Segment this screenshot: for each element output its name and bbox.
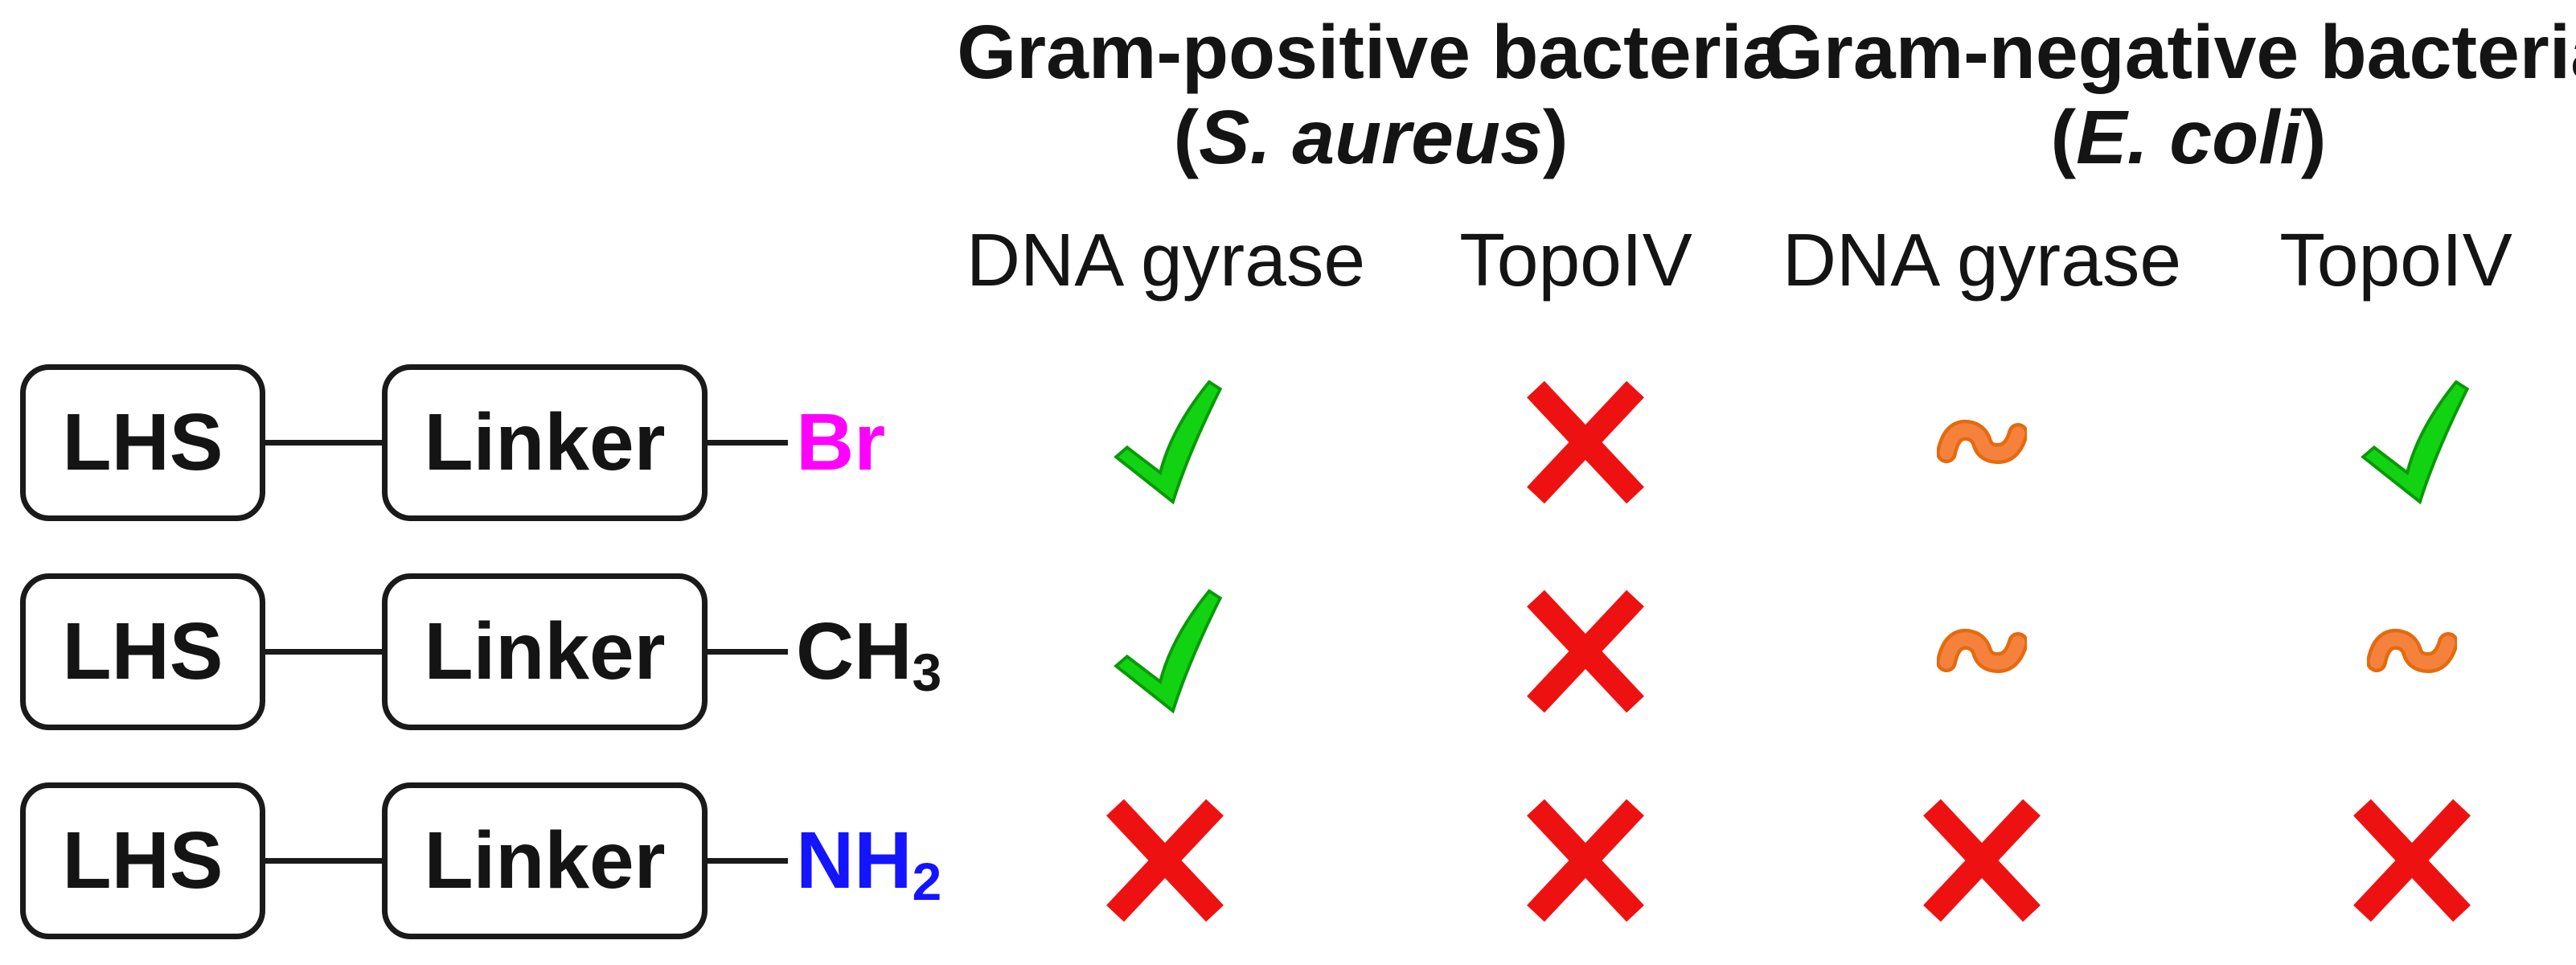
cross-icon (1527, 380, 1644, 504)
linker-label: Linker (424, 606, 666, 696)
paren-close: ) (2300, 95, 2327, 180)
species-name: E. coli (2076, 95, 2301, 180)
substituent-text: CH (796, 606, 913, 696)
substituent-subscript: 2 (912, 851, 942, 911)
result-row-nh2 (949, 756, 2576, 965)
molecule-row-nh2: LHS Linker NH2 (0, 756, 949, 965)
substituent-label-nh2: NH2 (796, 820, 941, 908)
result-cell (2348, 756, 2476, 965)
linker-box: Linker (382, 573, 708, 730)
result-cell (2348, 338, 2476, 547)
molecule-row-ch3: LHS Linker CH3 (0, 547, 949, 756)
substituent-label-ch3: CH3 (796, 611, 941, 699)
group-header-gram-negative: Gram-negative bacteria (E. coli) (1746, 10, 2576, 180)
check-icon (1114, 588, 1223, 713)
partial-tilde-icon (1937, 628, 2027, 674)
linker-box: Linker (382, 363, 708, 521)
result-cell (1101, 547, 1229, 756)
column-header-gp-topoiv: TopoIV (1459, 218, 1692, 302)
species-name: S. aureus (1199, 95, 1543, 180)
cross-icon (1527, 589, 1644, 713)
check-icon (1114, 379, 1223, 504)
group-header-gram-positive: Gram-positive bacteria (S. aureus) (929, 10, 1813, 180)
lhs-box: LHS (20, 573, 265, 730)
bond-line (265, 648, 382, 655)
result-cell (1522, 547, 1649, 756)
linker-label: Linker (424, 396, 666, 487)
cross-icon (1527, 799, 1644, 922)
bond-line (265, 439, 382, 446)
substituent-subscript: 3 (912, 642, 942, 702)
linker-box: Linker (382, 782, 708, 939)
result-cell (1101, 338, 1229, 547)
result-cell (1918, 756, 2045, 965)
column-header-gn-topoiv: TopoIV (2279, 218, 2512, 302)
result-cell (1522, 338, 1649, 547)
partial-tilde-icon (1937, 419, 2027, 465)
check-icon (2361, 379, 2470, 504)
bond-line (708, 857, 788, 864)
substituent-label-br: Br (796, 402, 885, 482)
lhs-box: LHS (20, 363, 265, 521)
result-cell (1101, 756, 1229, 965)
column-header-gn-dna-gyrase: DNA gyrase (1782, 218, 2182, 302)
group-title: Gram-negative bacteria (1764, 10, 2576, 95)
column-header-gp-dna-gyrase: DNA gyrase (966, 218, 1366, 302)
paren-open: ( (2050, 95, 2077, 180)
lhs-label: LHS (62, 396, 224, 487)
bond-line (708, 648, 788, 655)
group-title: Gram-positive bacteria (957, 10, 1785, 95)
linker-label: Linker (424, 815, 666, 905)
lhs-label: LHS (62, 606, 224, 696)
result-row-br (949, 338, 2576, 547)
result-cell (1522, 756, 1649, 965)
paren-close: ) (1542, 95, 1569, 180)
lhs-label: LHS (62, 815, 224, 905)
lhs-box: LHS (20, 782, 265, 939)
molecule-row-br: LHS Linker Br (0, 338, 949, 547)
bond-line (265, 857, 382, 864)
result-cell (2348, 547, 2476, 756)
paren-open: ( (1173, 95, 1200, 180)
cross-icon (2353, 799, 2471, 922)
species-line: (S. aureus) (929, 95, 1813, 180)
result-cell (1918, 547, 2045, 756)
cross-icon (1923, 799, 2041, 922)
species-line: (E. coli) (1746, 95, 2576, 180)
substituent-text: Br (796, 397, 886, 487)
cross-icon (1106, 799, 1224, 922)
bond-line (708, 439, 788, 446)
partial-tilde-icon (2367, 628, 2457, 674)
result-row-ch3 (949, 547, 2576, 756)
substituent-text: NH (796, 815, 913, 905)
result-cell (1918, 338, 2045, 547)
